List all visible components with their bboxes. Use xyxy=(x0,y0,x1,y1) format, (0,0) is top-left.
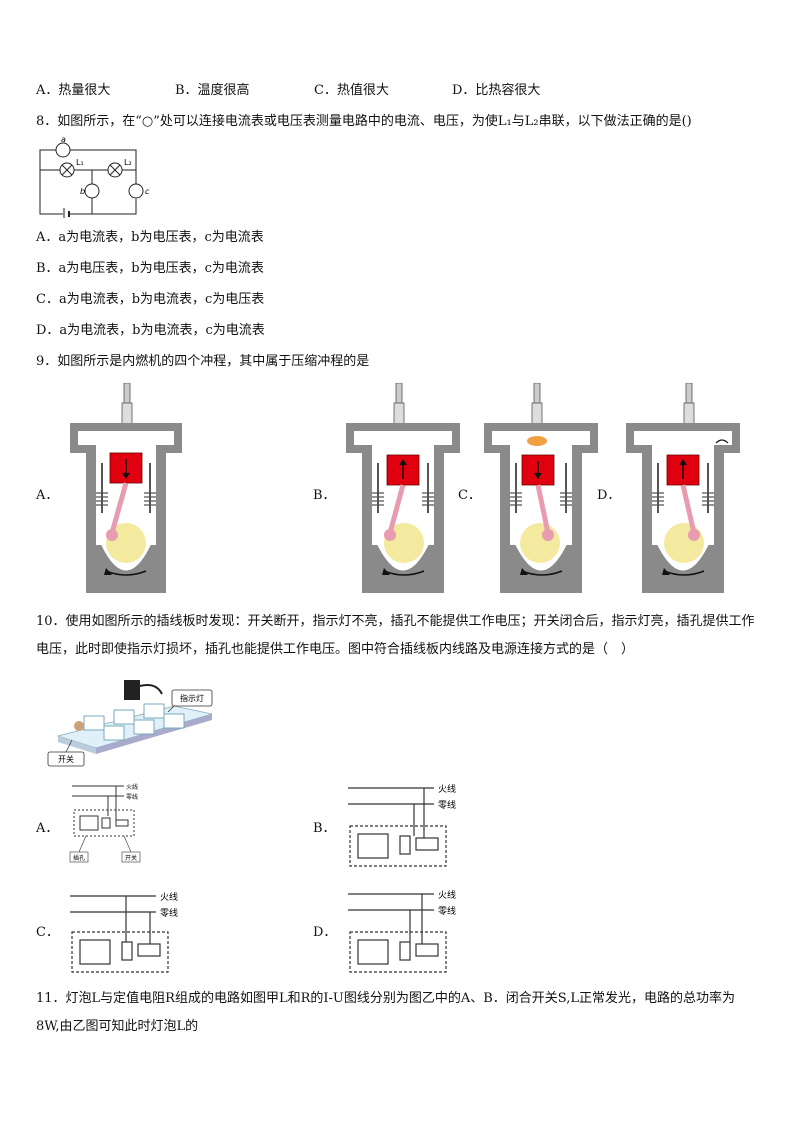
q8-option-b: B．a为电压表，b为电压表，c为电流表 xyxy=(36,261,264,276)
q9-label-a: A． xyxy=(36,488,59,503)
engine-diagram-a xyxy=(70,383,182,593)
q10-question: 10．使用如图所示的插线板时发现：开关断开，指示灯不亮，插孔不能提供工作电压；开… xyxy=(36,614,755,657)
q8-option-d: D．a为电流表，b为电流表，c为电流表 xyxy=(36,323,265,338)
q9-label-b: B． xyxy=(313,488,336,503)
wiring-a-socket-label: 插孔 xyxy=(73,854,85,862)
q10-label-a: A． xyxy=(36,821,59,836)
q7-option-c: C．热值很大 xyxy=(314,83,389,98)
wiring-c-neutral-label: 零线 xyxy=(160,907,178,919)
wiring-c-live-label: 火线 xyxy=(160,891,178,903)
wiring-diagram-c: 火线 零线 xyxy=(70,891,178,973)
engine-diagram-d xyxy=(626,383,740,593)
engine-diagram-c xyxy=(484,383,598,593)
q9-label-c: C． xyxy=(458,488,481,503)
q7-option-b: B．温度很高 xyxy=(175,83,250,98)
q9-question: 9．如图所示是内燃机的四个冲程，其中属于压缩冲程的是 xyxy=(36,354,370,369)
q8-option-c: C．a为电流表，b为电流表，c为电压表 xyxy=(36,292,265,307)
wiring-diagram-b: 火线 零线 xyxy=(348,783,456,867)
q10-label-c: C． xyxy=(36,925,59,940)
q9-label-d: D． xyxy=(597,488,621,503)
wiring-b-live-label: 火线 xyxy=(438,783,456,795)
q8-label-b: b xyxy=(80,187,85,196)
q8-option-a: A．a为电流表，b为电压表，c为电流表 xyxy=(36,230,264,245)
q8-label-c: c xyxy=(145,187,150,196)
q8-label-l1: L₁ xyxy=(76,158,84,167)
wiring-a-neutral-label: 零线 xyxy=(126,793,138,801)
power-strip-photo: 指示灯 开关 xyxy=(44,680,213,767)
q8-label-l2: L₂ xyxy=(124,158,132,167)
wiring-d-neutral-label: 零线 xyxy=(438,905,456,917)
wiring-diagram-d: 火线 零线 xyxy=(348,889,456,973)
wiring-b-neutral-label: 零线 xyxy=(438,799,456,811)
photo-label-indicator: 指示灯 xyxy=(180,693,204,703)
q8-label-a: a xyxy=(61,135,66,144)
q7-option-a: A．热量很大 xyxy=(36,83,111,98)
spark-icon xyxy=(527,436,547,446)
wiring-a-live-label: 火线 xyxy=(126,783,138,791)
q8-circuit-diagram: a b c L₁ L₂ xyxy=(39,135,150,218)
wiring-d-live-label: 火线 xyxy=(438,889,456,901)
q8-question: 8．如图所示，在“○”处可以连接电流表或电压表测量电路中的电流、电压，为使L₁与… xyxy=(36,114,692,129)
q10-label-b: B． xyxy=(313,821,336,836)
q11-question: 11．灯泡L与定值电阻R组成的电路如图甲L和R的I-U图线分别为图乙中的A、B．… xyxy=(36,991,736,1034)
switch-knob-icon xyxy=(74,721,84,731)
engine-diagram-b xyxy=(346,383,460,593)
q7-option-d: D．比热容很大 xyxy=(452,83,541,98)
photo-label-switch: 开关 xyxy=(58,754,74,764)
wiring-diagram-a: 火线 零线 插孔 开关 xyxy=(69,783,141,863)
wiring-a-switch-label: 开关 xyxy=(125,854,137,862)
q10-label-d: D． xyxy=(313,925,337,940)
